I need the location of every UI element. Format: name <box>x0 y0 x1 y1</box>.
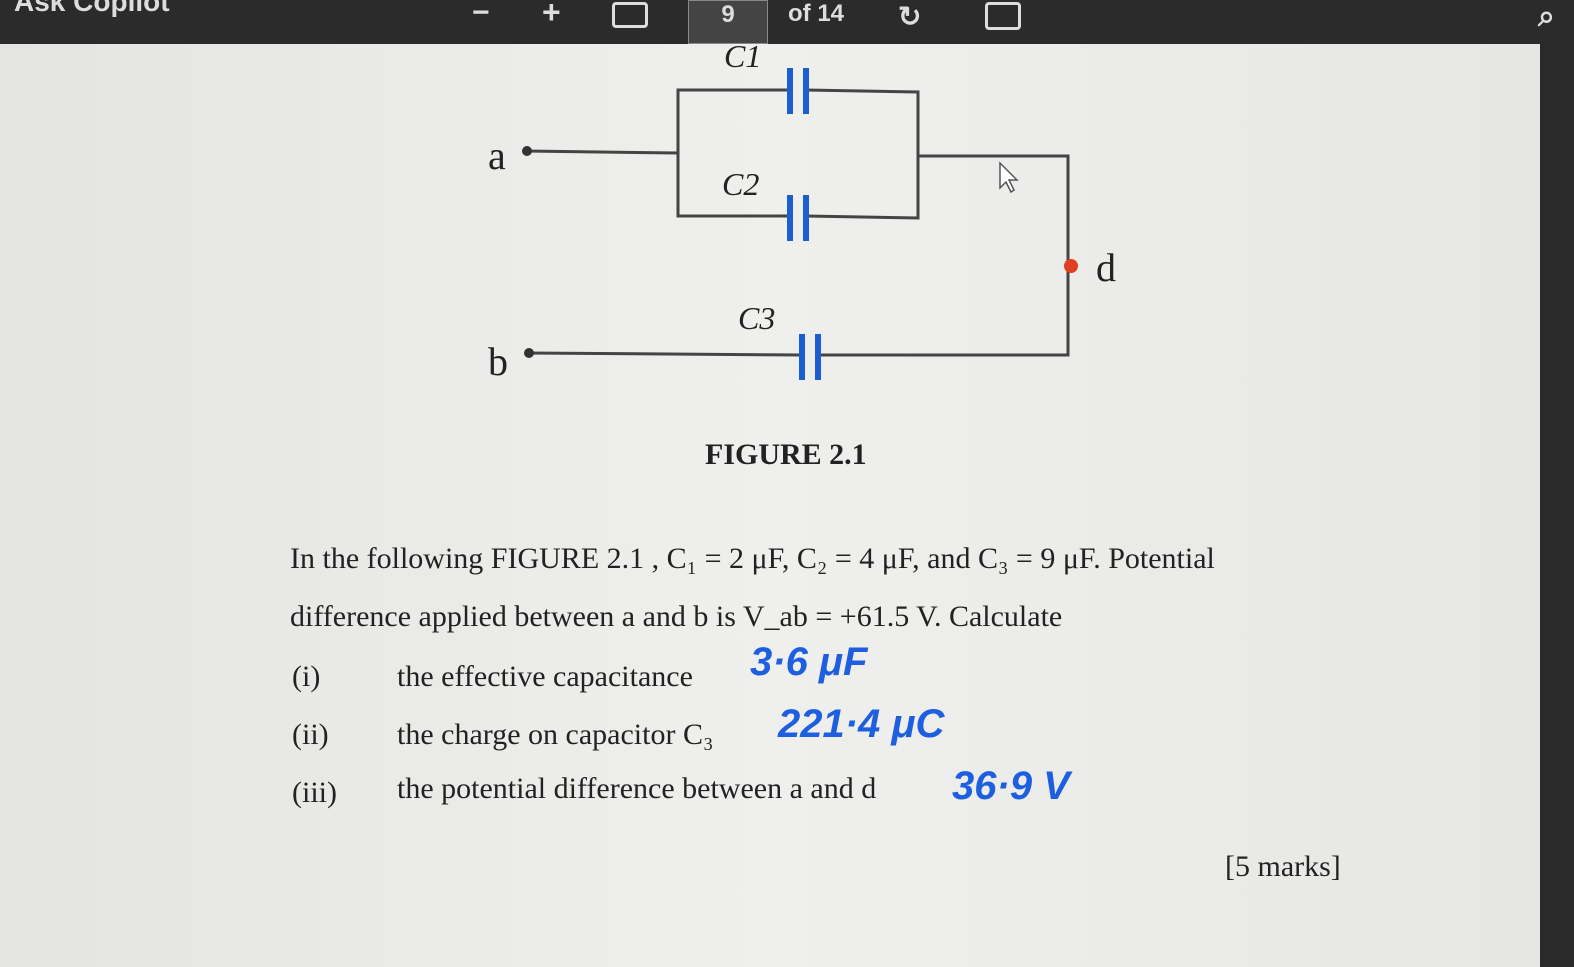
item-text: the effective capacitance <box>397 660 693 693</box>
item-number: (ii) <box>292 718 329 751</box>
node-d <box>1064 259 1078 273</box>
node-b <box>524 348 534 358</box>
label-c2: C2 <box>722 166 760 202</box>
capacitor-c2 <box>787 195 809 241</box>
label-d: d <box>1096 245 1116 290</box>
fit-page-icon[interactable] <box>612 2 648 28</box>
question-line-1: In the following FIGURE 2.1 , C₁ = 2 μF,… <box>290 542 1215 575</box>
page-total: of 14 <box>788 0 845 27</box>
item-number: (i) <box>292 660 321 693</box>
page-view-icon[interactable] <box>985 2 1021 30</box>
capacitor-c1 <box>787 68 809 114</box>
marks-label: [5 marks] <box>1225 850 1341 883</box>
handwritten-answer: 36·9 V <box>952 764 1070 808</box>
label-c1: C1 <box>724 38 762 74</box>
pdf-toolbar: Ask Copilot − + 9 of 14 ↻ ⌕ <box>0 0 1574 44</box>
capacitor-c3 <box>799 334 821 380</box>
handwritten-answer: 221·4 μC <box>778 702 945 746</box>
search-icon[interactable]: ⌕ <box>1538 0 1555 33</box>
zoom-in-button[interactable]: + <box>542 0 561 30</box>
window-edge <box>1540 44 1574 967</box>
node-a <box>522 146 532 156</box>
item-text: the potential difference between a and d <box>397 772 877 805</box>
label-b: b <box>488 339 508 384</box>
handwritten-answer: 3·6 μF <box>750 640 868 684</box>
item-text: the charge on capacitor C₃ <box>397 718 714 751</box>
figure-caption: FIGURE 2.1 <box>705 438 867 471</box>
label-c3: C3 <box>738 300 776 336</box>
zoom-out-button[interactable]: − <box>472 0 490 29</box>
page-number-input[interactable]: 9 <box>688 0 768 44</box>
item-number: (iii) <box>292 776 337 809</box>
pdf-page <box>0 44 1540 967</box>
ask-copilot-button[interactable]: Ask Copilot <box>14 0 170 17</box>
rotate-icon[interactable]: ↻ <box>898 1 922 32</box>
question-line-2: difference applied between a and b is V_… <box>290 600 1063 633</box>
label-a: a <box>488 133 506 178</box>
mouse-cursor-icon <box>999 161 1019 194</box>
